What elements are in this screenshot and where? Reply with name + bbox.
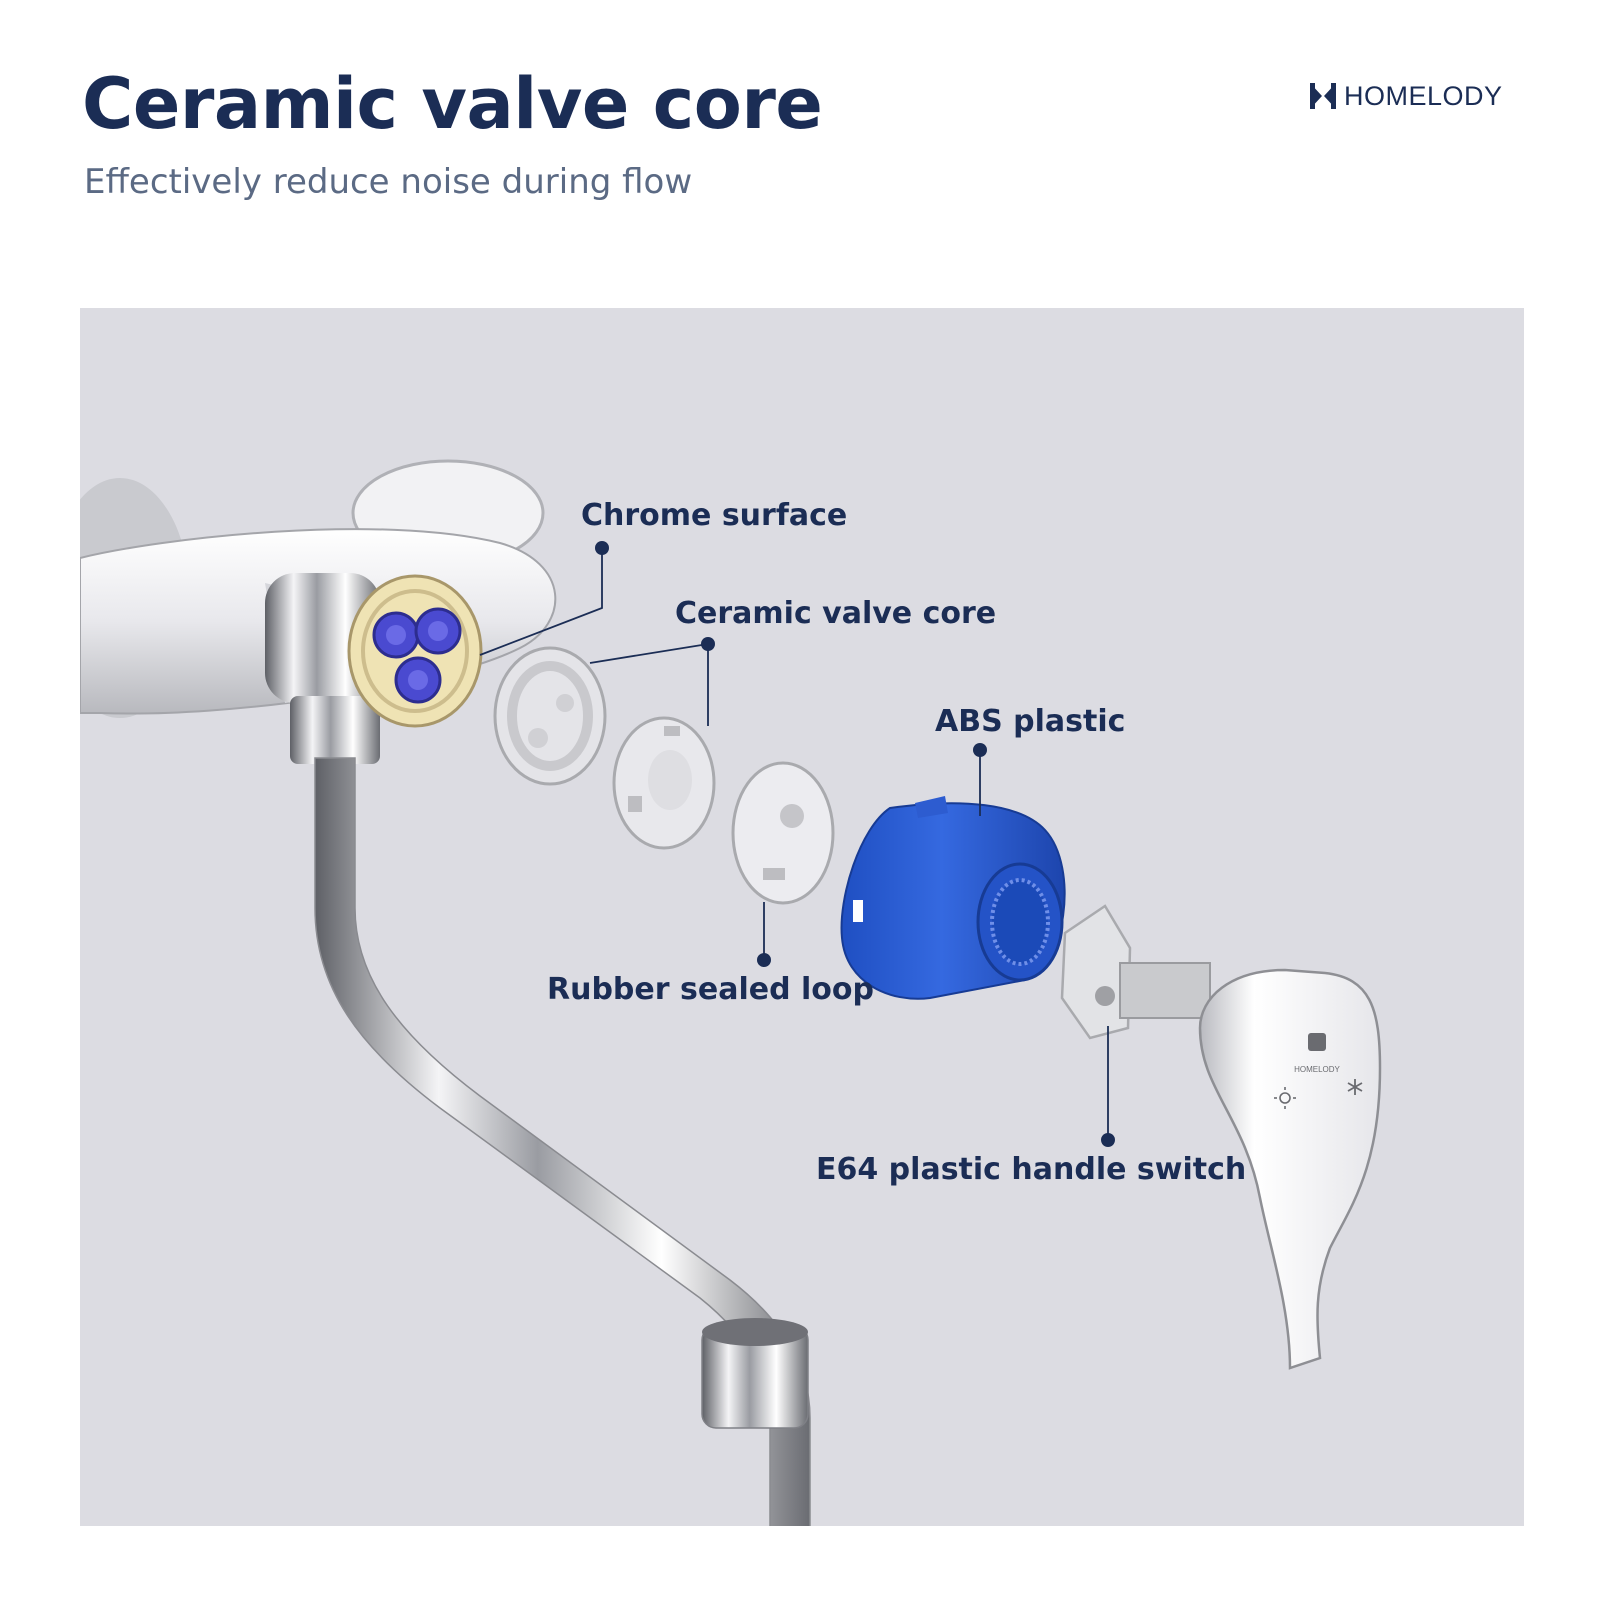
- spout: [290, 696, 811, 1526]
- handle-logo-mark: HOMELODY: [1294, 1033, 1341, 1074]
- page-title: Ceramic valve core: [82, 63, 823, 145]
- callout-ceramic-valve-core: Ceramic valve core: [675, 596, 997, 631]
- handle-brand-text: HOMELODY: [1294, 1065, 1340, 1074]
- abs-plastic-housing: [840, 796, 1066, 1000]
- rubber-sealed-loop-part: [731, 761, 835, 905]
- callout-e64-handle-switch: E64 plastic handle switch: [816, 1152, 1247, 1187]
- callout-rubber-sealed-loop: Rubber sealed loop: [547, 972, 874, 1007]
- ceramic-disc-upper: [493, 646, 607, 786]
- sun-icon: [1274, 1087, 1296, 1109]
- cartridge-inlet: [347, 574, 483, 728]
- faucet-exploded-illustration: HOMELODY: [80, 459, 1382, 1526]
- callout-abs-plastic: ABS plastic: [935, 704, 1126, 739]
- faucet-body: [80, 528, 557, 715]
- callout-chrome-surface: Chrome surface: [581, 498, 848, 533]
- brand-name: HOMELODY: [1344, 80, 1503, 111]
- leader-dots: [595, 541, 1115, 1147]
- ceramic-disc-lower: [612, 716, 716, 850]
- handle-adapter: [1060, 904, 1211, 1040]
- handle-lever: HOMELODY: [1198, 968, 1382, 1370]
- page-subtitle: Effectively reduce noise during flow: [84, 162, 693, 202]
- homelody-logo-icon: [1310, 83, 1336, 109]
- leader-lines: [479, 548, 1109, 1140]
- exploded-view-panel: HOMELODY: [80, 308, 1524, 1526]
- snowflake-icon: [1347, 1079, 1363, 1095]
- brand-logo: HOMELODY: [1308, 80, 1503, 112]
